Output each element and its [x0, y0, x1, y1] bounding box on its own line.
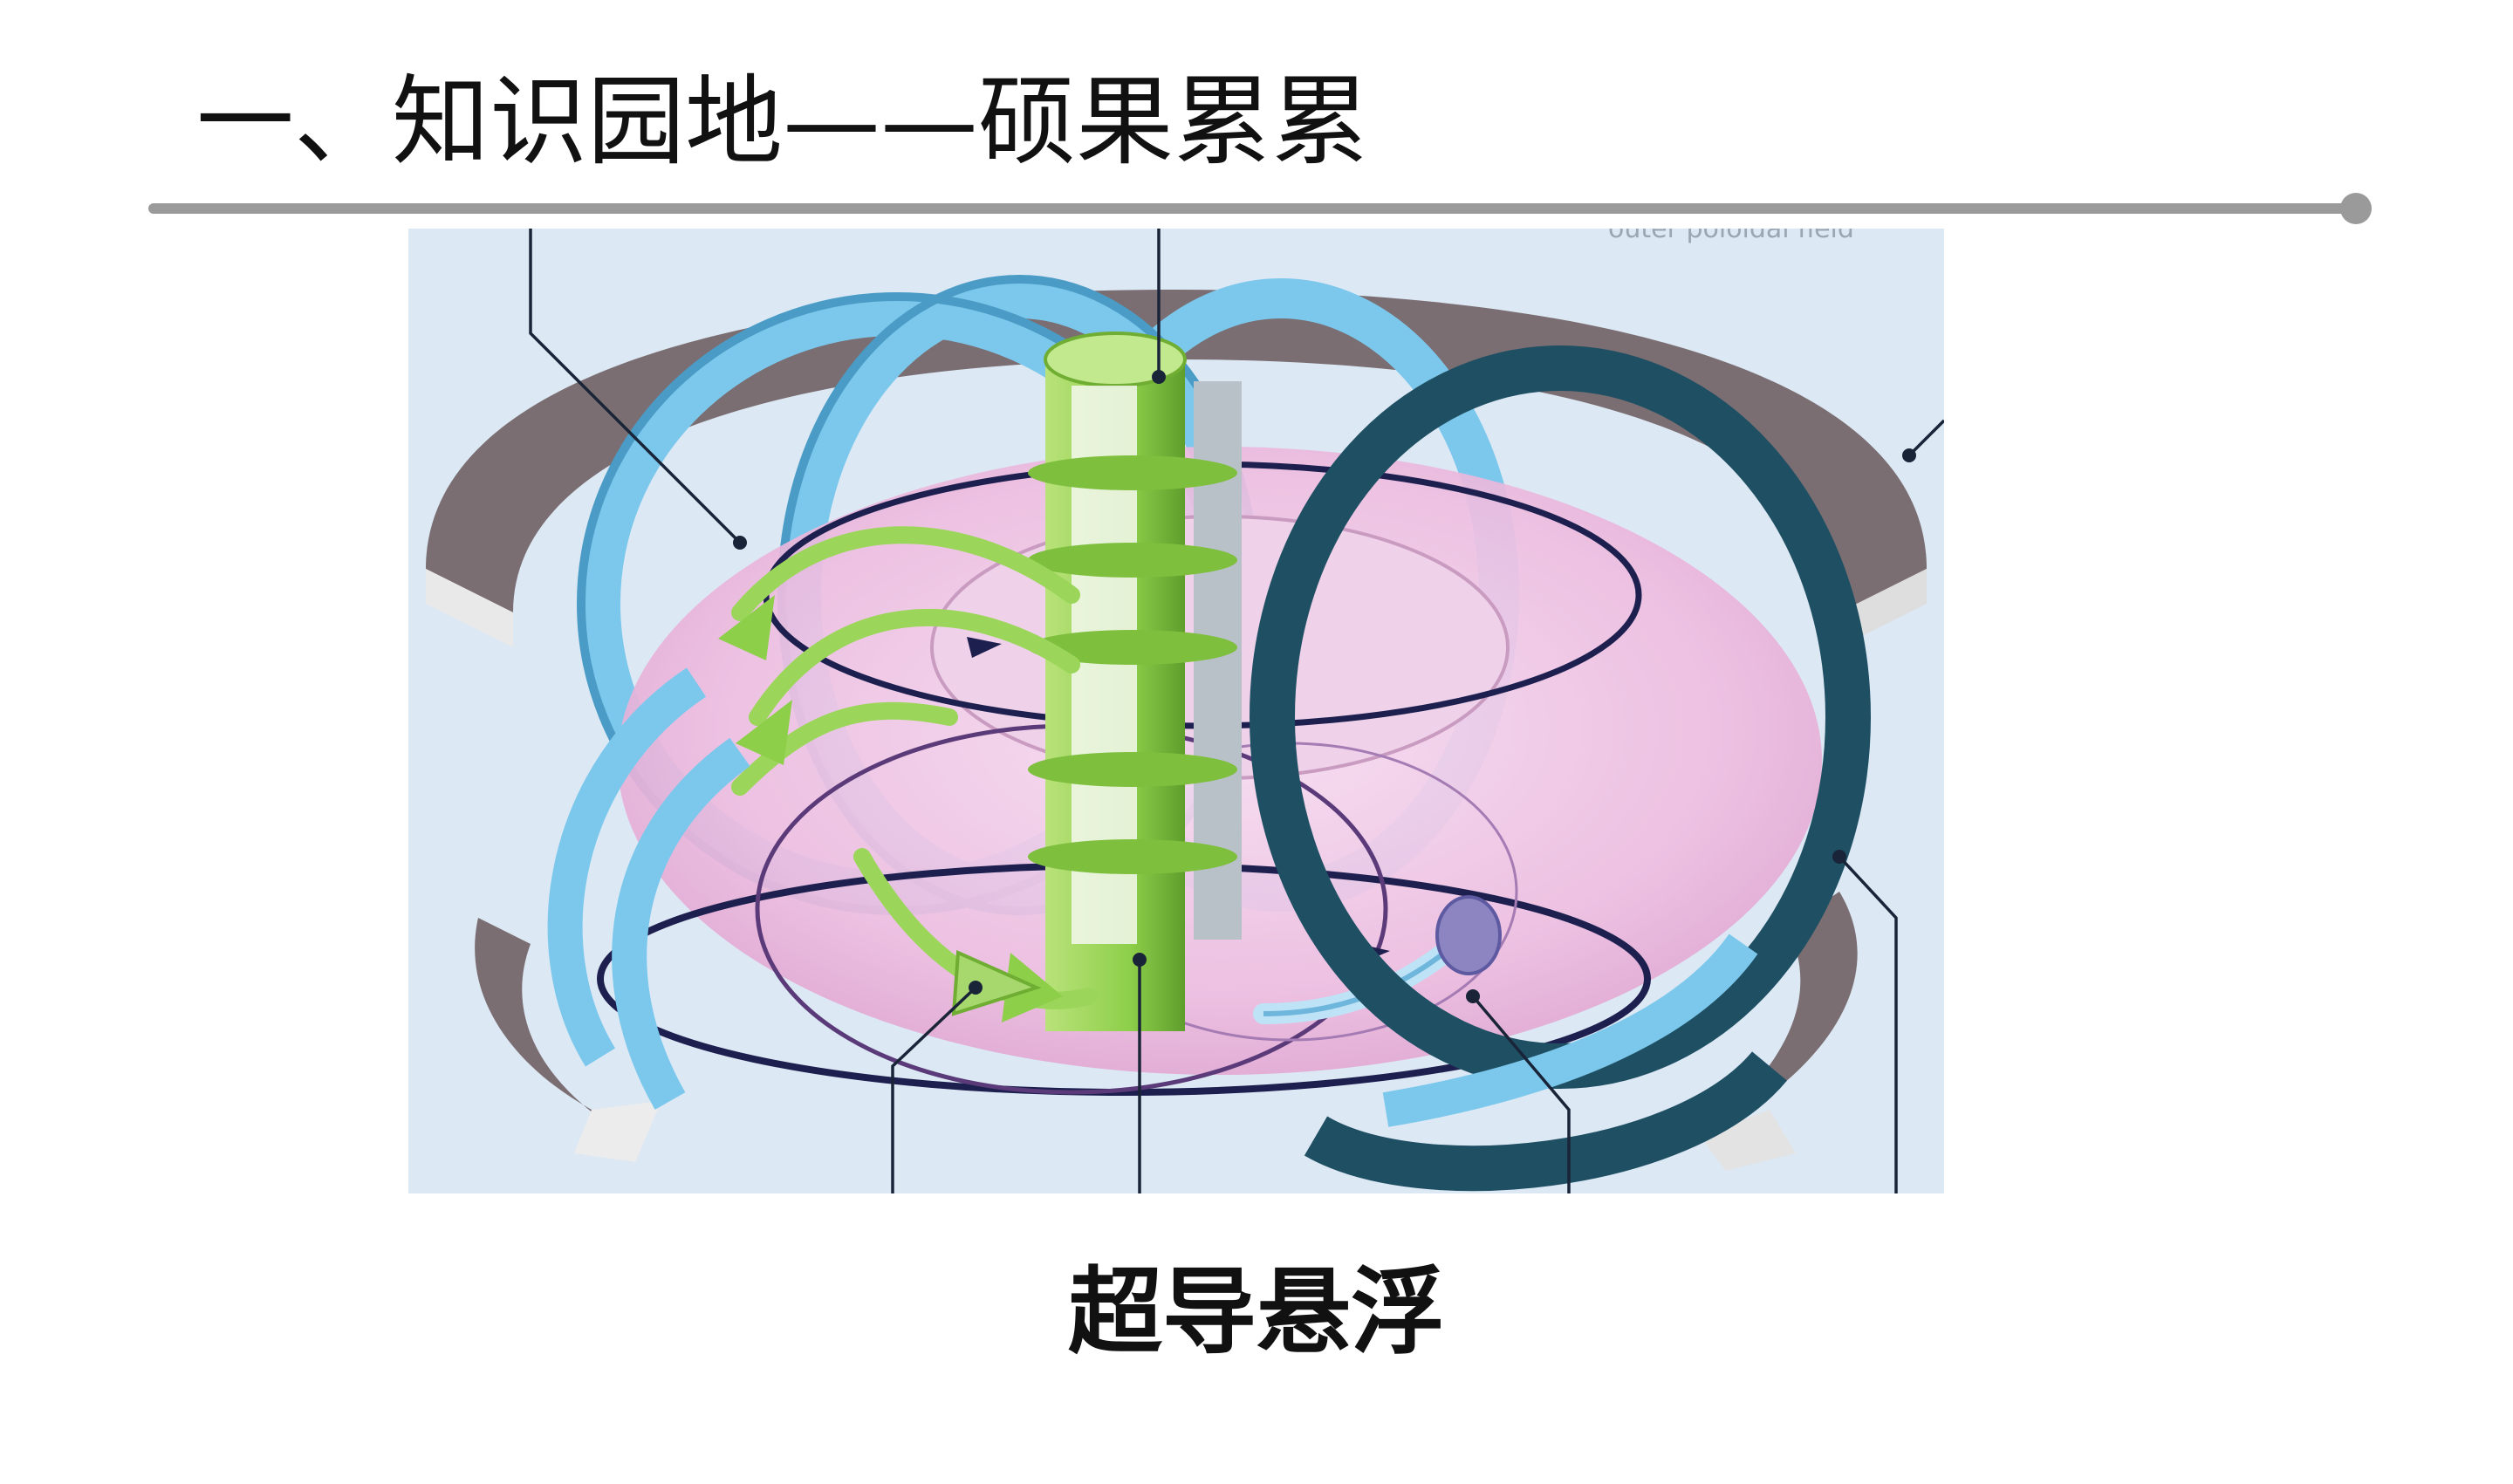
slide-title: 一、知识园地——硕果累累: [196, 65, 1369, 179]
leader-lines: [529, 229, 1944, 1193]
outer-ring-bottom: [475, 892, 1858, 1171]
tokamak-diagram: outer poloidal field: [408, 229, 1944, 1193]
toroidal-coils-front-light: [547, 667, 1758, 1127]
faded-label: outer poloidal field: [1608, 229, 1854, 244]
solenoid-bands: [1028, 455, 1237, 874]
divider-end-dot: [2340, 193, 2372, 224]
figure-caption: 超导悬浮: [1067, 1258, 1445, 1367]
green-cone: [951, 950, 1042, 1016]
central-solenoid: [1028, 332, 1242, 1031]
title-divider: [148, 203, 2365, 214]
leader-dots: [733, 370, 1916, 1003]
